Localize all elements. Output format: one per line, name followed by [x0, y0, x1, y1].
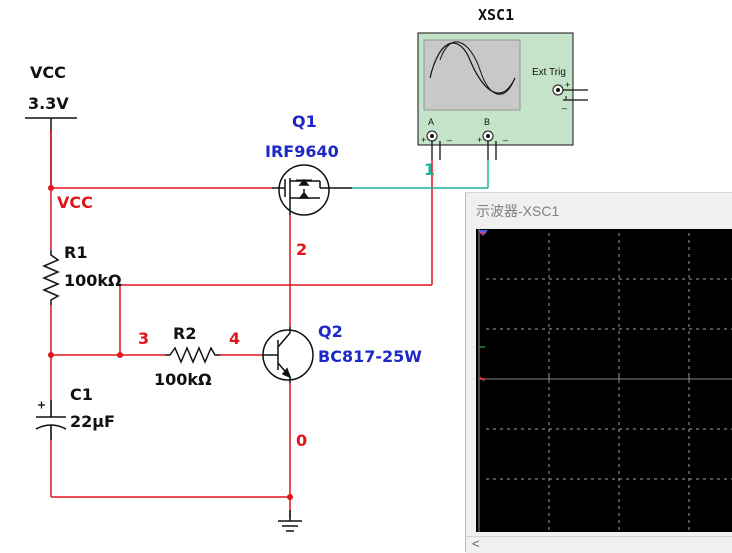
c1-ref: C1: [70, 385, 93, 404]
q2-ref: Q2: [318, 322, 343, 341]
scroll-left-arrow[interactable]: <: [472, 536, 480, 551]
node-label-3: 3: [138, 329, 150, 348]
teal-wire: [352, 160, 489, 189]
oscilloscope-screen[interactable]: [476, 229, 732, 532]
r2-value: 100kΩ: [154, 370, 212, 389]
q2-bjt-symbol[interactable]: [262, 327, 314, 383]
node-label-4: 4: [229, 329, 241, 348]
ground-symbol[interactable]: [278, 510, 302, 532]
node-label-0: 0: [296, 431, 308, 450]
q1-ref: Q1: [292, 112, 317, 131]
r1-ref: R1: [64, 243, 88, 262]
vcc-net-label: VCC: [57, 193, 93, 212]
oscilloscope-window-title: 示波器-XSC1: [476, 203, 560, 219]
channel-a-plus: +: [421, 135, 427, 145]
oscilloscope-window[interactable]: 示波器-XSC1: [465, 192, 732, 553]
q1-mosfet-symbol[interactable]: [272, 164, 352, 216]
r2-ref: R2: [173, 324, 197, 343]
ext-trig-minus: _: [562, 99, 568, 109]
xsc1-ref: XSC1: [478, 6, 515, 24]
q2-part: BC817-25W: [318, 347, 422, 366]
vcc-source-value: 3.3V: [28, 94, 69, 113]
ext-trig-label: Ext Trig: [532, 67, 566, 78]
node-label-2: 2: [296, 240, 308, 259]
r1-symbol[interactable]: [42, 250, 60, 305]
channel-b-minus: _: [503, 131, 509, 141]
r2-symbol[interactable]: [165, 346, 220, 364]
scope-grid: [478, 229, 732, 532]
channel-b-plus: +: [477, 135, 483, 145]
channel-a-minus: _: [447, 131, 453, 141]
junction-dots: [48, 185, 293, 500]
r1-value: 100kΩ: [64, 271, 122, 290]
c1-value: 22µF: [70, 412, 115, 431]
q1-part: IRF9640: [265, 142, 339, 161]
node-label-1: 1: [424, 160, 436, 179]
vcc-source-name: VCC: [30, 63, 66, 82]
c1-symbol[interactable]: [35, 400, 67, 440]
ext-trig-plus: +: [565, 80, 571, 90]
xsc1-instrument[interactable]: [417, 32, 588, 160]
oscilloscope-scrollbar[interactable]: <: [466, 536, 732, 553]
channel-a-label: A: [428, 117, 435, 127]
channel-b-label: B: [484, 117, 491, 127]
